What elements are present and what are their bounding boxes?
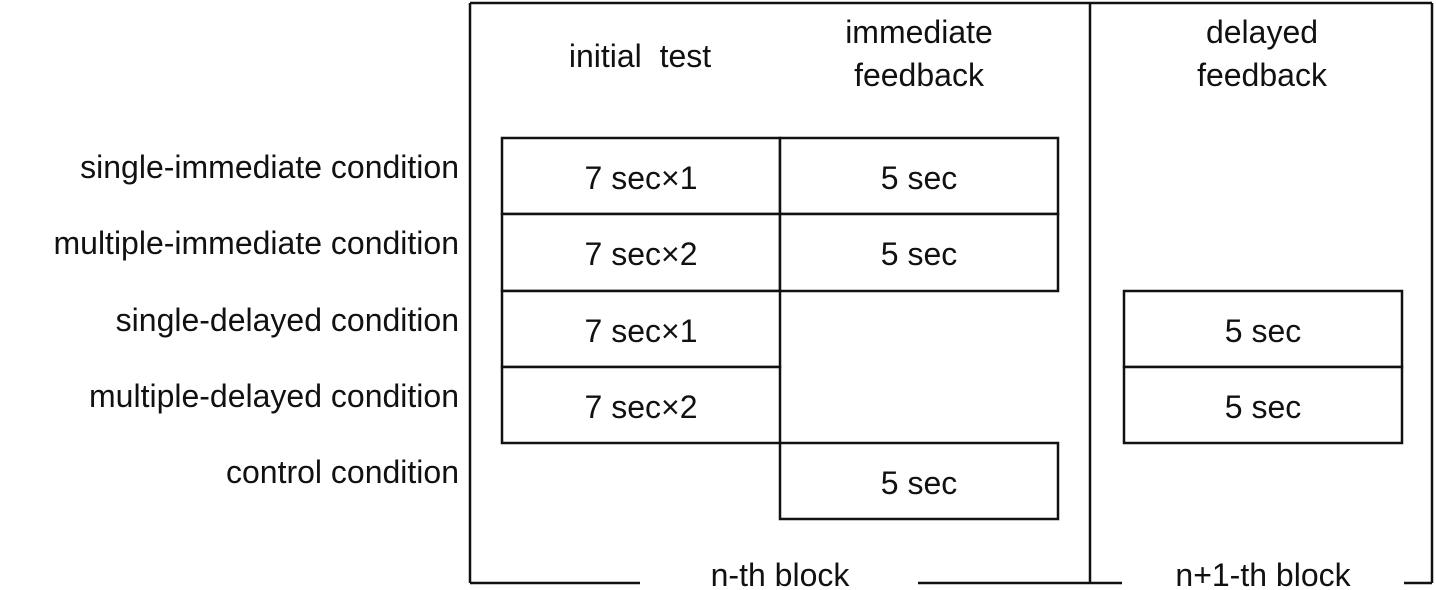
cell-single-immediate-feedback-label: 5 sec (881, 160, 957, 196)
condition-label-single-immediate: single-immediate condition (80, 149, 459, 185)
cell-single-immediate-test-label: 7 sec×1 (585, 160, 698, 196)
condition-label-multiple-immediate: multiple-immediate condition (53, 225, 459, 261)
nth-block-frame (468, 1, 1090, 585)
block-label-nth: n-th block (711, 557, 851, 590)
cell-multiple-delayed-feedback (1122, 365, 1404, 445)
cell-control-feedback (778, 441, 1060, 521)
header-immediate-feedback-line1: immediate (845, 14, 993, 50)
condition-label-control: control condition (226, 454, 459, 490)
cell-multiple-delayed-test (500, 365, 782, 445)
cell-multiple-immediate-feedback (778, 212, 1060, 293)
condition-label-multiple-delayed: multiple-delayed condition (89, 378, 459, 414)
cell-single-delayed-test-label: 7 sec×1 (585, 313, 698, 349)
cell-multiple-delayed-test-label: 7 sec×2 (585, 389, 698, 425)
cell-single-delayed-feedback-label: 5 sec (1225, 313, 1301, 349)
cell-single-delayed-feedback (1122, 289, 1404, 369)
cell-control-feedback-label: 5 sec (881, 465, 957, 501)
cell-multiple-immediate-feedback-label: 5 sec (881, 236, 957, 272)
header-delayed-feedback-line2: feedback (1197, 57, 1328, 93)
header-initial-test: initial test (569, 38, 711, 74)
condition-label-single-delayed: single-delayed condition (116, 302, 459, 338)
cell-multiple-delayed-feedback-label: 5 sec (1225, 389, 1301, 425)
n-plus-1-block-frame (1090, 1, 1434, 585)
block-label-n-plus-1: n+1-th block (1175, 557, 1351, 590)
cell-multiple-immediate-test-label: 7 sec×2 (585, 236, 698, 272)
header-immediate-feedback-line2: feedback (854, 57, 985, 93)
header-delayed-feedback-line1: delayed (1206, 14, 1318, 50)
